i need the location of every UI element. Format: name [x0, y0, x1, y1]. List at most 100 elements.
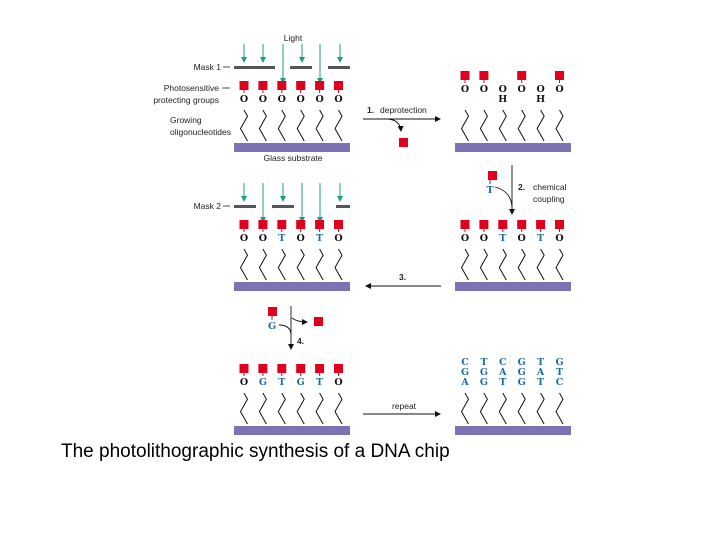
nucleotide-base: G	[297, 377, 305, 388]
oligonucleotide-chain	[277, 248, 286, 281]
oxygen-atom: O	[499, 84, 507, 95]
oxygen-atom: O	[480, 233, 488, 244]
hydrogen-atom: H	[498, 94, 507, 105]
nucleotide-base: A	[498, 367, 507, 378]
oligonucleotide-chain	[258, 109, 267, 142]
oxygen-atom: O	[259, 94, 267, 105]
photosensitive-label-line2: protecting groups	[153, 95, 219, 105]
nucleotide-base: T	[316, 233, 323, 244]
step3: 3.	[365, 272, 441, 289]
glass-substrate-label: Glass substrate	[263, 153, 322, 163]
oligonucleotide-chain	[498, 248, 507, 281]
step4-release-arrow	[291, 317, 308, 325]
oligonucleotide-chain	[258, 392, 267, 425]
protecting-group	[498, 220, 508, 229]
glass-substrate	[234, 426, 350, 435]
mask2-light-arrows	[241, 183, 343, 223]
nucleotide-base: T	[537, 377, 544, 388]
oxygen-atom: O	[315, 94, 323, 105]
oligonucleotide-chain	[239, 392, 249, 425]
protecting-group	[296, 220, 306, 229]
growing-label-line1: Growing	[170, 115, 202, 125]
oligonucleotide-chain	[517, 392, 526, 425]
nucleotide-base: T	[278, 377, 285, 388]
oligonucleotide-chain	[296, 248, 305, 281]
incoming-T-nucleotide: T	[486, 185, 493, 196]
step1-number: 1.	[367, 105, 374, 115]
oxygen-atom: O	[297, 233, 305, 244]
protecting-group	[239, 364, 249, 373]
oligonucleotide-chain	[517, 248, 526, 281]
oligonucleotide-chain	[296, 109, 305, 142]
step2-label-line1: chemical	[533, 182, 567, 192]
nucleotide-base: G	[555, 357, 563, 368]
oligonucleotide-chain	[498, 109, 507, 142]
oligonucleotide-chain	[479, 109, 488, 142]
incoming-G-protecting-group	[268, 307, 277, 316]
oxygen-atom: O	[461, 84, 469, 95]
oligonucleotide-chain	[536, 248, 545, 281]
oligonucleotide-chain	[277, 392, 286, 425]
nucleotide-base: G	[518, 377, 526, 388]
protecting-group	[334, 220, 343, 229]
protecting-group	[315, 81, 325, 90]
oligonucleotide-chain	[277, 109, 286, 142]
oxygen-atom: O	[297, 94, 305, 105]
oxygen-atom: O	[334, 377, 342, 388]
step1-label: deprotection	[380, 105, 427, 115]
oligonucleotide-chain	[334, 248, 343, 281]
light-label: Light	[284, 33, 303, 43]
nucleotide-base: T	[316, 377, 323, 388]
oligonucleotide-chain	[498, 392, 507, 425]
incoming-G-nucleotide: G	[268, 321, 276, 332]
oxygen-atom: O	[518, 233, 526, 244]
nucleotide-base: T	[556, 367, 563, 378]
nucleotide-base: G	[480, 367, 488, 378]
photosensitive-label-line1: Photosensitive	[164, 83, 220, 93]
protecting-group	[555, 220, 564, 229]
oligonucleotide-chain	[555, 392, 564, 425]
oligonucleotide-chain	[517, 109, 526, 142]
oxygen-atom: O	[334, 233, 342, 244]
protecting-group	[517, 71, 527, 80]
mask1-label: Mask 1	[194, 62, 222, 72]
oligonucleotide-chain	[239, 109, 249, 142]
nucleotide-base: T	[537, 357, 544, 368]
protecting-group	[258, 220, 268, 229]
step4-number: 4.	[297, 336, 304, 346]
nucleotide-base: T	[499, 377, 506, 388]
released-protecting-group	[399, 138, 408, 147]
nucleotide-base: T	[278, 233, 285, 244]
repeat-label: repeat	[392, 401, 417, 411]
nucleotide-base: C	[461, 357, 469, 368]
released-protecting-group-4	[314, 317, 323, 326]
oligonucleotide-chain	[555, 109, 564, 142]
oligonucleotide-chain	[239, 248, 249, 281]
oxygen-atom: O	[334, 94, 342, 105]
figure-caption: The photolithographic synthesis of a DNA…	[61, 441, 450, 462]
nucleotide-base: G	[480, 377, 488, 388]
oligonucleotide-chain	[479, 248, 488, 281]
protecting-group	[239, 220, 249, 229]
glass-substrate	[455, 143, 571, 152]
oligonucleotide-chain	[536, 392, 545, 425]
oxygen-atom: O	[480, 84, 488, 95]
mask1	[234, 66, 350, 69]
protecting-group	[334, 81, 343, 90]
repeat-step: repeat	[363, 401, 441, 417]
oxygen-atom: O	[555, 84, 563, 95]
oligonucleotide-chain	[460, 392, 470, 425]
nucleotide-base: G	[518, 367, 526, 378]
oligonucleotide-chain	[555, 248, 564, 281]
nucleotide-base: G	[518, 357, 526, 368]
protecting-group	[277, 220, 287, 229]
step1-deprotection: 1. deprotection	[363, 105, 441, 147]
nucleotide-base: C	[499, 357, 507, 368]
oxygen-atom: O	[278, 94, 286, 105]
step3-number: 3.	[399, 272, 406, 282]
step2-coupling: T 2. chemical coupling	[486, 165, 567, 215]
